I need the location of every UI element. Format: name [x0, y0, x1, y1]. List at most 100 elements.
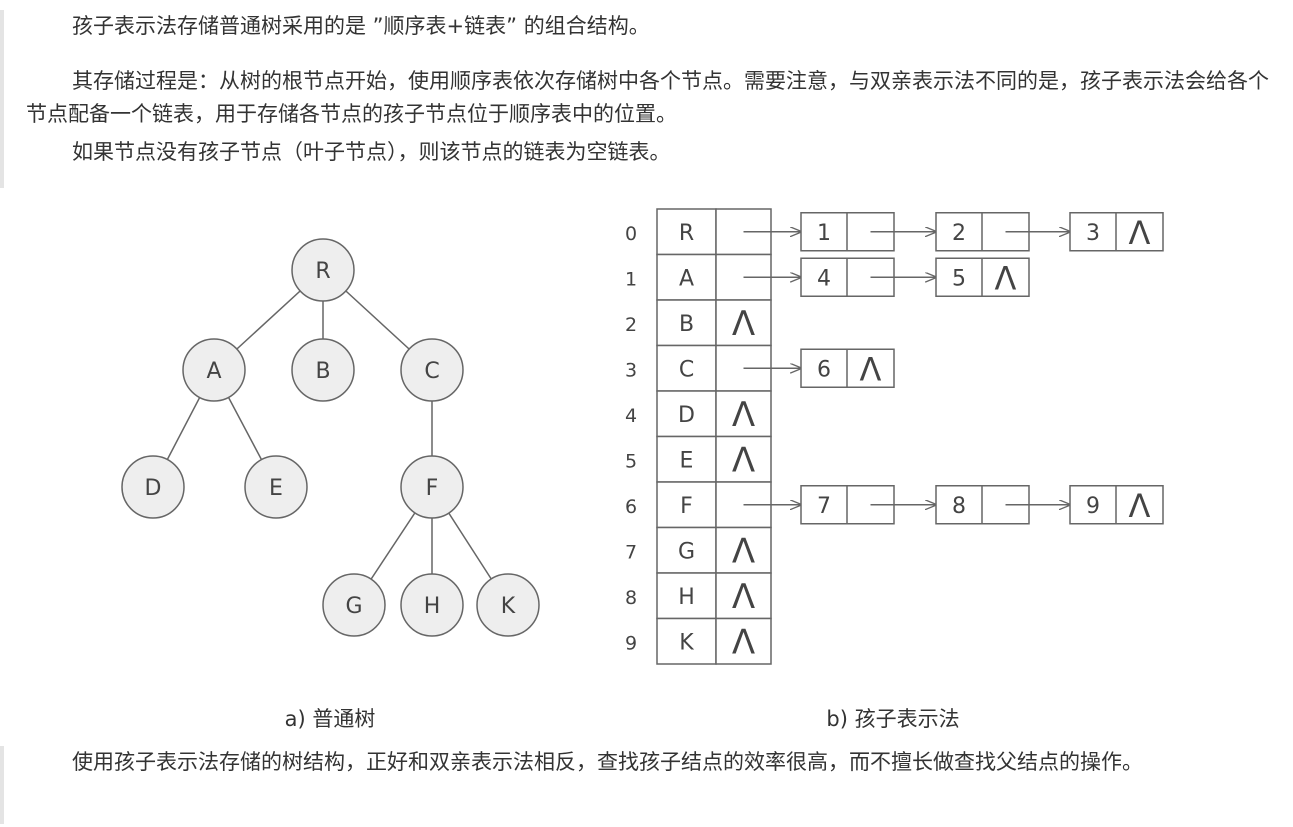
- null-pointer-symbol: Λ: [860, 350, 882, 388]
- tree-node-label: C: [424, 359, 439, 384]
- tree-nodes: R A B C D E F G H K: [121, 238, 540, 637]
- table-row-5: 5 E Λ: [625, 435, 772, 483]
- pointer-cell: [715, 617, 772, 665]
- tree-edges: [152, 269, 509, 606]
- data-cell: [656, 390, 717, 438]
- null-pointer-symbol: Λ: [732, 395, 755, 435]
- data-cell: [656, 344, 717, 392]
- table-row-4: 4 D Λ: [625, 390, 772, 438]
- tree-node-label: A: [206, 359, 221, 384]
- child-index-label: 8: [952, 494, 966, 519]
- tree-node-circle: [322, 573, 386, 637]
- pointer-cell: [715, 572, 772, 620]
- row-index-label: 2: [625, 314, 637, 336]
- pointer-cell: [715, 435, 772, 483]
- tree-node-circle: [182, 338, 246, 402]
- tree-node-b: B: [291, 338, 355, 402]
- data-cell-label: R: [679, 221, 694, 246]
- row-index-label: 6: [625, 496, 637, 518]
- null-pointer-symbol: Λ: [732, 577, 755, 617]
- table-row-7: 7 G Λ: [625, 526, 772, 574]
- leaf-node-paragraph: 如果节点没有孩子节点（叶子节点），则该节点的链表为空链表。: [72, 140, 671, 164]
- tree-node-r: R: [291, 238, 355, 302]
- data-cell-label: F: [680, 494, 693, 519]
- pointer-cell: [715, 299, 772, 347]
- pointer-cell: [715, 390, 772, 438]
- tree-node-circle: [291, 338, 355, 402]
- data-cell-label: C: [679, 357, 694, 382]
- tree-node-label: F: [426, 476, 439, 501]
- tree-node-label: D: [145, 476, 162, 501]
- null-pointer-symbol: Λ: [1129, 214, 1151, 252]
- data-cell-label: H: [678, 585, 695, 610]
- tree-node-label: G: [345, 594, 362, 619]
- row-index-label: 4: [625, 405, 637, 427]
- storage-process-paragraph: 其存储过程是：从树的根节点开始，使用顺序表依次存储树中各个节点。需要注意，与双亲…: [26, 69, 1269, 126]
- null-pointer-symbol: Λ: [995, 259, 1017, 297]
- tree-node-k: K: [476, 573, 540, 637]
- data-cell: [656, 572, 717, 620]
- tree-node-label: B: [315, 359, 330, 384]
- data-cell-label: D: [678, 403, 695, 428]
- null-pointer-symbol: Λ: [732, 304, 755, 344]
- data-cell-label: K: [679, 630, 694, 655]
- null-pointer-symbol: Λ: [732, 440, 755, 480]
- null-pointer-symbol: Λ: [1129, 487, 1151, 525]
- tree-node-a: A: [182, 338, 246, 402]
- conclusion-paragraph: 使用孩子表示法存储的树结构，正好和双亲表示法相反，查找孩子结点的效率很高，而不擅…: [72, 750, 1143, 774]
- child-index-label: 9: [1086, 494, 1100, 519]
- intro-paragraph: 孩子表示法存储普通树采用的是 ”顺序表+链表” 的组合结构。: [72, 14, 650, 38]
- tree-node-h: H: [400, 573, 464, 637]
- tree-node-label: E: [269, 476, 283, 501]
- tree-node-circle: [244, 455, 308, 519]
- tree-node-c: C: [400, 338, 464, 402]
- row-index-label: 7: [625, 541, 637, 563]
- row-index-label: 9: [625, 632, 637, 654]
- table-row-9: 9 K Λ: [625, 617, 772, 665]
- tree-node-f: F: [400, 455, 464, 519]
- child-index-label: 2: [952, 221, 966, 246]
- tree-node-label: K: [501, 594, 516, 619]
- table-row-8: 8 H Λ: [625, 572, 772, 620]
- row-index-label: 1: [625, 268, 637, 290]
- table-row-2: 2 B Λ: [625, 299, 772, 347]
- tree-node-circle: [400, 455, 464, 519]
- tree-node-label: H: [424, 594, 441, 619]
- data-cell-label: E: [680, 448, 694, 473]
- row-index-label: 0: [625, 223, 637, 245]
- tree-node-circle: [291, 238, 355, 302]
- intro-blockquote: 孩子表示法存储普通树采用的是 ”顺序表+链表” 的组合结构。 其存储过程是：从树…: [0, 10, 1293, 188]
- row-index-label: 8: [625, 587, 637, 609]
- tree-node-d: D: [121, 455, 185, 519]
- null-pointer-symbol: Λ: [732, 531, 755, 571]
- tree-node-e: E: [244, 455, 308, 519]
- data-cell-label: B: [679, 312, 694, 337]
- child-representation-caption: b) 孩子表示法: [826, 707, 959, 731]
- pointer-cell: [715, 526, 772, 574]
- row-index-label: 5: [625, 450, 637, 472]
- child-index-label: 5: [952, 266, 966, 291]
- data-cell-label: G: [678, 539, 695, 564]
- child-index-label: 4: [817, 266, 831, 291]
- null-pointer-symbol: Λ: [732, 622, 755, 662]
- tree-node-g: G: [322, 573, 386, 637]
- tree-node-circle: [400, 573, 464, 637]
- tree-node-label: R: [315, 259, 330, 284]
- row-index-label: 3: [625, 359, 637, 381]
- tree-node-circle: [400, 338, 464, 402]
- tree-node-circle: [121, 455, 185, 519]
- child-index-label: 3: [1086, 221, 1100, 246]
- child-index-label: 7: [817, 494, 831, 519]
